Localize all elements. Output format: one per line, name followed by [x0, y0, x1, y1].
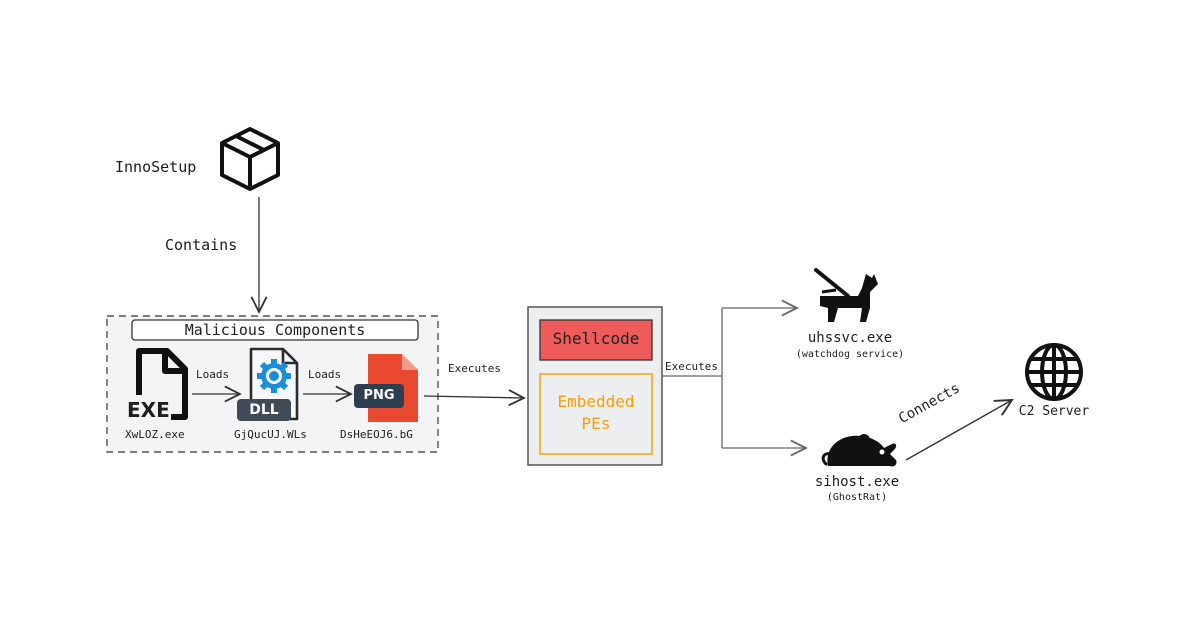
dll-filename: GjQucUJ.WLs — [234, 428, 307, 441]
watchdog-sub: (watchdog service) — [795, 349, 905, 360]
malicious-components-title: Malicious Components — [184, 321, 366, 339]
shellcode-box — [539, 319, 653, 361]
rat-icon — [821, 434, 897, 467]
shellcode-label: Shellcode — [552, 329, 640, 348]
png-file-icon — [354, 354, 418, 422]
guide-dog-icon — [814, 268, 878, 322]
embedded-pes-line1: Embedded — [557, 392, 635, 411]
embedded-pes-box — [539, 373, 653, 455]
loads-label-1: Loads — [196, 368, 230, 381]
malicious-title-box — [131, 319, 419, 341]
executes-branch-line — [662, 308, 723, 448]
ghostrat-sub: (GhostRat) — [826, 492, 888, 503]
executes-label-2: Executes — [665, 360, 718, 373]
png-filename: DsHeEOJ6.bG — [340, 428, 413, 441]
globe-icon — [1025, 343, 1083, 401]
connects-arrow — [905, 400, 1012, 461]
ghostrat-name: sihost.exe — [814, 474, 900, 490]
contains-label: Contains — [165, 236, 238, 254]
box-icon — [220, 127, 280, 191]
c2-server-label: C2 Server — [1018, 404, 1090, 419]
exe-filename: XwLOZ.exe — [125, 428, 185, 441]
innosetup-label: InnoSetup — [115, 158, 197, 176]
executes-label-1: Executes — [448, 362, 501, 375]
dll-file-icon — [237, 347, 299, 421]
embedded-pes-line2: PEs — [581, 414, 611, 433]
watchdog-name: uhssvc.exe — [807, 330, 893, 346]
exe-file-icon — [129, 348, 188, 421]
exe-badge: EXE — [127, 398, 170, 422]
png-badge: PNG — [363, 388, 395, 403]
dll-badge: DLL — [249, 402, 279, 418]
executes-arrow-1 — [423, 396, 524, 398]
loads-label-2: Loads — [308, 368, 342, 381]
